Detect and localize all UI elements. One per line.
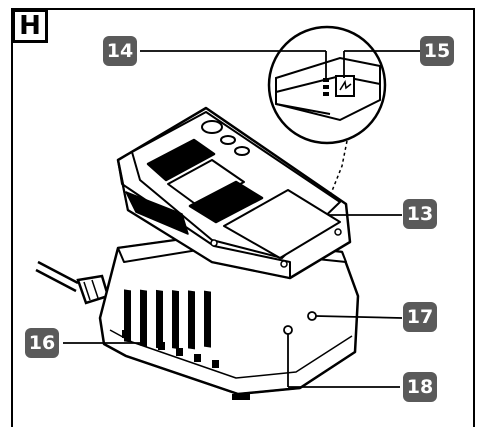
callout-18: 18 bbox=[403, 372, 437, 402]
section-letter-label: H bbox=[12, 9, 48, 43]
power-cord bbox=[35, 260, 110, 305]
charge-bolt-icon bbox=[339, 79, 352, 91]
figure-frame bbox=[11, 8, 475, 427]
indicator-light-17 bbox=[307, 311, 317, 321]
callout-16: 16 bbox=[25, 328, 59, 358]
base-slots bbox=[122, 330, 219, 368]
callout-15: 15 bbox=[420, 36, 454, 66]
callout-13: 13 bbox=[403, 199, 437, 229]
callout-17: 17 bbox=[403, 302, 437, 332]
battery-pack bbox=[116, 106, 352, 280]
leader-lines bbox=[63, 50, 420, 388]
zoom-connector bbox=[329, 140, 348, 197]
vent-slots bbox=[124, 289, 211, 350]
indicator-light-18 bbox=[283, 325, 293, 335]
callout-14: 14 bbox=[103, 36, 137, 66]
detail-inset bbox=[267, 25, 387, 145]
